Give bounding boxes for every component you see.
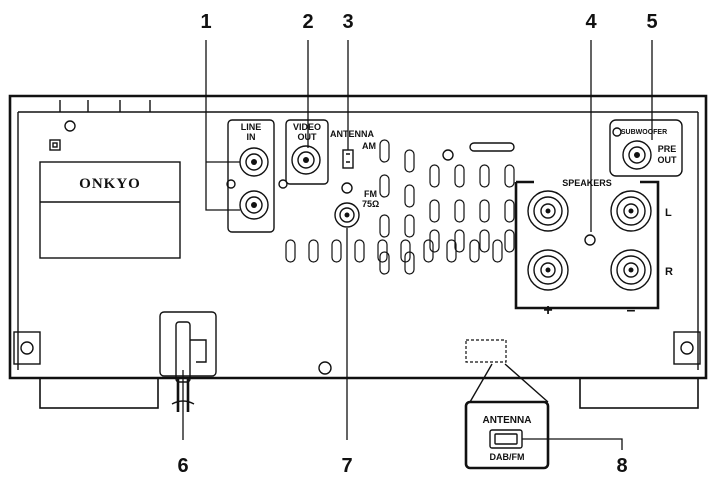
vent-slot [285,239,296,263]
vent-slot [479,164,490,188]
vent-slot [479,199,490,223]
power-cord [159,311,217,412]
inset-antenna-label: ANTENNA [483,415,532,426]
video-label-top: VIDEO [293,122,321,132]
callout-8: 8 [616,455,627,477]
vent-slot [379,251,390,275]
vent-slot [400,239,411,263]
pre-label: PRE [658,144,677,154]
vent-slot [429,164,440,188]
callout-5: 5 [646,11,657,33]
speaker-terminal-lplus [527,190,569,232]
speaker-terminal-rminus [610,249,652,291]
slot [469,142,515,152]
vent-slot [504,229,515,253]
speaker-terminal-lminus [610,190,652,232]
vent-slot [379,139,390,163]
vent-slot [377,239,388,263]
vent-slot [504,164,515,188]
callout-7: 7 [341,455,352,477]
dab-fm-connector [465,339,549,403]
callout-2: 2 [302,11,313,33]
foot-left [39,377,159,409]
inset-dab-fm-label: DAB/FM [490,452,525,462]
leader-8 [522,438,623,450]
vent-slot [354,239,365,263]
line-in-label-top: LINE [241,122,262,132]
vent-slot [492,239,503,263]
label-plate: ONKYO [39,139,181,259]
subwoofer-label: SUBWOOFER [621,129,667,136]
vent-slot [504,199,515,223]
out-label: OUT [658,155,678,165]
leader-1 [205,40,240,211]
minus-label: – [627,302,636,319]
vent-slot [423,239,434,263]
antenna-am-terminal: ANTENNA AM [330,129,376,194]
antenna-label: ANTENNA [330,129,374,139]
speakers-label: SPEAKERS [562,178,612,188]
brand-logo: ONKYO [79,176,141,192]
vent-slots [285,139,515,275]
vent-slot [404,214,415,238]
left-channel-label: L [665,207,672,219]
am-label: AM [362,141,376,151]
dab-fm-inset: ANTENNA DAB/FM [464,400,550,470]
right-channel-label: R [665,266,673,278]
callout-6: 6 [177,455,188,477]
chassis [8,94,708,409]
foot-right [579,377,699,409]
vent-slot [331,239,342,263]
video-out-jack: VIDEO OUT [278,119,329,189]
vent-slot [429,229,440,253]
plus-label: + [543,302,552,319]
callout-4: 4 [585,11,597,33]
vent-slot [454,164,465,188]
line-in-label-bottom: IN [247,132,256,142]
speaker-terminal-rplus [527,249,569,291]
vent-slot [454,199,465,223]
screw-hole [442,149,454,161]
fm-antenna-jack: FM 75Ω [334,189,379,228]
vent-slot [308,239,319,263]
vent-slot [379,174,390,198]
video-label-bottom: OUT [298,132,318,142]
fm-ohm-label: 75Ω [362,199,379,209]
vent-slot [404,149,415,173]
fm-label: FM [364,189,377,199]
vent-slot [404,184,415,208]
subwoofer-pre-out: SUBWOOFER PRE OUT [609,119,683,177]
vent-slot [469,239,480,263]
speaker-terminals: SPEAKERS L R + – [514,178,673,319]
vent-slot [446,239,457,263]
callout-3: 3 [342,11,353,33]
vent-slot [479,229,490,253]
vent-slot [379,214,390,238]
leader-lines [182,40,653,450]
callout-1: 1 [200,11,211,33]
line-in-jacks: LINE IN [226,119,275,233]
callout-numbers: 1 2 3 4 5 6 7 8 [177,11,657,477]
vent-slot [429,199,440,223]
